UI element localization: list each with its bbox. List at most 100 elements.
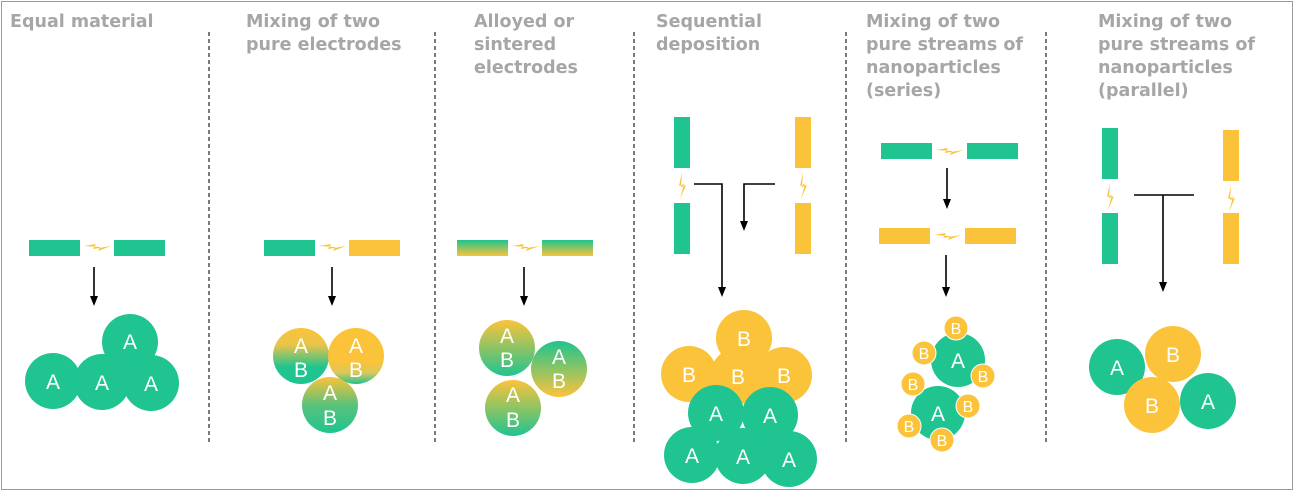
svg-text:A: A — [123, 331, 137, 354]
title-mixing-streams-parallel: Mixing of two pure streams of nanopartic… — [1098, 12, 1256, 101]
svg-text:A: A — [709, 403, 723, 426]
svg-text:A: A — [763, 405, 777, 428]
svg-text:B: B — [323, 407, 337, 430]
column-streams-series: A A B B B B B B B — [879, 143, 1018, 453]
svg-text:A: A — [1110, 357, 1124, 380]
svg-text:A: A — [931, 403, 945, 426]
svg-text:B: B — [737, 328, 751, 351]
electrode-right — [114, 240, 165, 256]
svg-text:A: A — [294, 335, 308, 358]
particle-a: A — [25, 353, 81, 409]
electrode-green — [264, 240, 315, 256]
particle-ab: AB — [273, 328, 329, 384]
particle-a: A — [761, 431, 817, 487]
particle-b: B — [1124, 377, 1180, 433]
svg-text:B: B — [682, 364, 696, 387]
electrode-yellow-left — [879, 228, 930, 244]
particle-ab: AB — [485, 380, 541, 436]
particle-a: A — [742, 387, 798, 443]
particle-a: A — [123, 355, 179, 411]
svg-text:A: A — [951, 350, 965, 373]
particle-a: A — [74, 354, 130, 410]
particle-ab: AB — [302, 377, 358, 433]
particle-a: A — [1180, 373, 1236, 429]
electrode-green-bottom — [1102, 213, 1118, 264]
spark-icon — [512, 244, 539, 251]
column-separators — [208, 32, 1047, 444]
svg-text:B: B — [937, 433, 948, 450]
spark-icon — [936, 148, 963, 155]
svg-text:B: B — [908, 377, 919, 394]
particle-a-core: A — [911, 386, 965, 440]
particle-a: A — [1089, 339, 1145, 395]
svg-text:B: B — [1166, 344, 1180, 367]
svg-text:B: B — [506, 409, 520, 432]
svg-text:B: B — [963, 399, 974, 416]
electrode-green-right — [967, 143, 1018, 159]
particle-ab: AB — [479, 320, 535, 376]
electrode-alloyed-left — [457, 240, 508, 256]
svg-text:A: A — [552, 346, 566, 369]
electrode-yellow-bottom — [795, 203, 811, 254]
svg-text:B: B — [1145, 395, 1159, 418]
spark-icon — [800, 172, 807, 199]
svg-text:A: A — [506, 384, 520, 407]
electrode-green-left — [881, 143, 932, 159]
svg-text:A: A — [1201, 391, 1215, 414]
column-mixing-two-pure-electrodes: AB AB AB — [264, 240, 400, 433]
svg-text:A: A — [736, 446, 750, 469]
svg-text:B: B — [777, 365, 791, 388]
svg-text:B: B — [500, 349, 514, 372]
svg-text:A: A — [95, 372, 109, 395]
svg-text:B: B — [731, 366, 745, 389]
electrode-yellow-bottom — [1223, 213, 1239, 264]
particle-ab: AB — [531, 341, 587, 397]
satellite-b: B — [970, 363, 996, 389]
particle-b: B — [1145, 326, 1201, 382]
satellite-b: B — [896, 413, 922, 439]
svg-text:B: B — [904, 419, 915, 436]
arrow-first-stream — [694, 183, 726, 297]
electrode-left — [29, 240, 80, 256]
spark-icon — [84, 244, 111, 251]
spark-icon — [319, 244, 346, 251]
electrode-yellow-right — [965, 228, 1016, 244]
svg-text:B: B — [978, 369, 989, 386]
svg-text:B: B — [552, 370, 566, 393]
title-mixing-two-pure-electrodes: Mixing of two pure electrodes — [246, 12, 402, 55]
spark-icon — [1228, 185, 1235, 212]
column-streams-parallel: A B B A — [1089, 128, 1239, 433]
column-equal-material: A A A A — [25, 240, 179, 411]
spark-icon — [1107, 183, 1114, 210]
satellite-b: B — [929, 427, 955, 453]
satellite-b: B — [900, 371, 926, 397]
svg-text:B: B — [951, 321, 962, 338]
svg-text:A: A — [46, 371, 60, 394]
electrode-yellow-top — [1223, 130, 1239, 181]
svg-text:A: A — [782, 449, 796, 472]
particle-a: A — [664, 427, 720, 483]
svg-text:B: B — [294, 359, 308, 382]
electrode-green-bottom — [674, 203, 690, 254]
satellite-b: B — [955, 393, 981, 419]
title-sequential-deposition: Sequential deposition — [656, 12, 762, 55]
particle-b: B — [661, 346, 717, 402]
spark-icon — [679, 172, 686, 199]
title-mixing-streams-series: Mixing of two pure streams of nanopartic… — [866, 12, 1024, 101]
particle-a: A — [688, 385, 744, 441]
column-alloyed-sintered: AB AB AB — [457, 240, 593, 436]
electrode-yellow — [349, 240, 400, 256]
svg-text:B: B — [349, 359, 363, 382]
arrow-second-stream — [740, 183, 775, 231]
satellite-b: B — [911, 340, 937, 366]
svg-text:A: A — [144, 373, 158, 396]
svg-text:B: B — [919, 346, 930, 363]
svg-text:A: A — [323, 382, 337, 405]
particle-ab: AB — [328, 328, 384, 384]
svg-text:A: A — [349, 335, 363, 358]
electrode-yellow-top — [795, 117, 811, 168]
satellite-b: B — [943, 315, 969, 341]
particle-a: A — [715, 428, 771, 484]
